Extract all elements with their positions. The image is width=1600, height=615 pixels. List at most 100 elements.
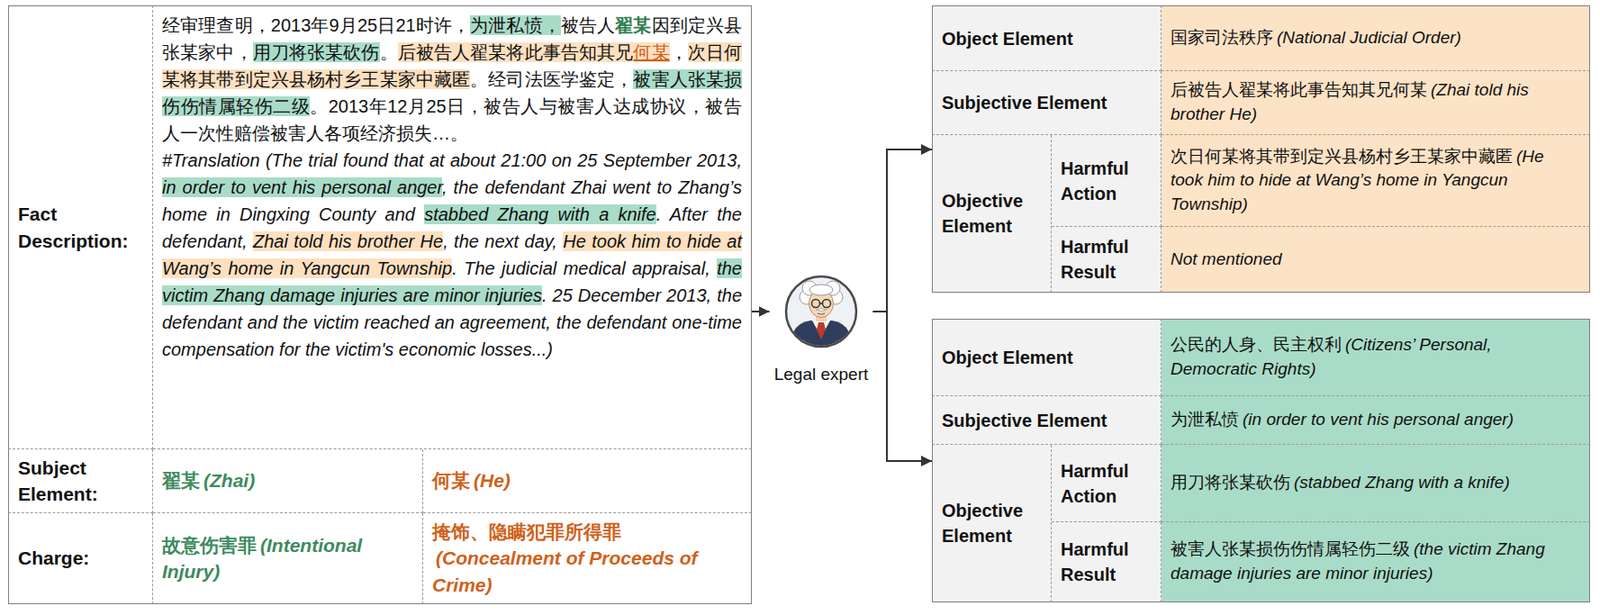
row-label: Fact Description: <box>8 5 154 450</box>
cell-text: (Concealment of Proceeds of Crime) <box>432 547 698 595</box>
fact-text: 后被告人翟某将此事告知其兄 <box>397 42 634 63</box>
fact-text: stabbed Zhang with a knife <box>424 204 657 225</box>
text-block: Subject Element: <box>18 454 144 508</box>
legal-expert: Legal expert <box>769 270 874 388</box>
text-block: 经审理查明，2013年9月25日21时许，为泄私愤，被告人翟某因到定兴县张某家中… <box>162 11 742 147</box>
text-holder: 国家司法秩序(National Judicial Order) <box>1170 26 1581 51</box>
text-holder: Harmful Action <box>1060 155 1152 207</box>
charge-cell: 故意伤害罪(Intentional Injury) <box>153 513 424 605</box>
cell-text: Harmful Result <box>1060 539 1130 585</box>
text-block: 被害人张某损伤伤情属轻伤二级(the victim Zhang damage i… <box>1170 537 1581 586</box>
text-holder: Charge: <box>18 544 144 571</box>
text-block: Subjective Element <box>941 90 1152 116</box>
fact-text: 何某 <box>632 42 669 63</box>
cell-text: 何某 <box>432 470 471 491</box>
text-holder: Subject Element: <box>18 454 144 508</box>
text-holder: 故意伤害罪(Intentional Injury) <box>162 532 414 586</box>
text-block: 公民的人身、民主权利(Citizens’ Personal, Democrati… <box>1170 333 1581 381</box>
text-holder: Harmful Result <box>1060 536 1152 588</box>
sub-label: Harmful Result <box>1051 226 1162 293</box>
text-block: 翟某(Zhai) <box>162 467 414 494</box>
fact-text: 被告人 <box>560 15 615 36</box>
text-holder: 公民的人身、民主权利(Citizens’ Personal, Democrati… <box>1170 333 1581 381</box>
text-holder: Object Element <box>941 344 1152 371</box>
text-holder: Subjective Element <box>941 90 1152 116</box>
cell-text: (stabbed Zhang with a knife) <box>1293 472 1510 492</box>
cell-text: Objective Element <box>941 190 1023 236</box>
cell-text: 故意伤害罪 <box>162 534 257 556</box>
text-block: 后被告人翟某将此事告知其兄何某(Zhai told his brother He… <box>1170 78 1581 127</box>
text-holder: Objective Element <box>941 497 1042 549</box>
text-holder: Harmful Result <box>1060 234 1152 285</box>
element-content: 国家司法秩序(National Judicial Order) <box>1161 5 1591 72</box>
cell-text: Subjective Element <box>941 92 1107 113</box>
cell-text: 被害人张某损伤伤情属轻伤二级 <box>1170 539 1411 559</box>
element-content: 被害人张某损伤伤情属轻伤二级(the victim Zhang damage i… <box>1161 522 1591 603</box>
text-block: Object Element <box>941 344 1152 371</box>
charge-cell: 掩饰、隐瞒犯罪所得罪 (Concealment of Proceeds of Cr… <box>423 513 752 605</box>
text-block: 何某(He) <box>432 467 742 494</box>
cell-text: Fact Description: <box>18 203 129 251</box>
text-holder: 翟某(Zhai) <box>162 467 414 494</box>
cell-text: Harmful Result <box>1060 236 1130 282</box>
cell-text: Object Element <box>941 28 1074 49</box>
fact-text: in order to vent his personal anger <box>162 177 443 198</box>
cell-text: 为泄私愤 <box>1170 409 1239 429</box>
fact-text: Zhai told his brother He <box>253 231 443 252</box>
cell-text: Not mentioned <box>1170 249 1283 269</box>
element-label: Subjective Element <box>931 396 1162 445</box>
cell-text: 次日何某将其带到定兴县杨村乡王某家中藏匿 <box>1170 146 1513 166</box>
text-holder: 为泄私愤(in order to vent his personal anger… <box>1170 407 1581 433</box>
text-block: Harmful Action <box>1060 458 1152 509</box>
text-block: Subjective Element <box>941 407 1152 434</box>
text-block: 次日何某将其带到定兴县杨村乡王某家中藏匿(He took him to hide… <box>1170 144 1581 217</box>
cell-text: (He) <box>473 470 511 491</box>
text-block: 掩饰、隐瞒犯罪所得罪 (Concealment of Proceeds of Cr… <box>432 518 742 598</box>
element-content: 次日何某将其带到定兴县杨村乡王某家中藏匿(He took him to hide… <box>1161 135 1591 227</box>
text-holder: 掩饰、隐瞒犯罪所得罪 (Concealment of Proceeds of Cr… <box>432 518 742 598</box>
text-block: 国家司法秩序(National Judicial Order) <box>1170 26 1581 51</box>
text-block: Legal expert <box>769 362 874 388</box>
sub-label: Harmful Action <box>1051 135 1162 227</box>
element-label: Objective Element <box>931 444 1052 603</box>
sub-label: Harmful Action <box>1051 444 1162 523</box>
fact-text: 。经司法医学鉴定， <box>470 69 633 90</box>
expert-figure <box>788 280 854 355</box>
expert-label: Legal expert <box>774 364 869 384</box>
text-block: Not mentioned <box>1170 247 1581 272</box>
fact-text: 为泄私愤， <box>470 15 561 36</box>
text-holder: Legal expert <box>769 362 874 388</box>
cell-text: Objective Element <box>941 500 1023 546</box>
text-block: Fact Description: <box>18 200 144 254</box>
cell-text: 公民的人身、民主权利 <box>1170 334 1342 354</box>
text-block: Harmful Action <box>1060 155 1152 207</box>
text-holder: Fact Description: <box>18 200 144 254</box>
cell-text: (Zhai) <box>203 470 255 491</box>
flow-arrow <box>751 310 770 313</box>
element-label: Object Element <box>931 318 1162 397</box>
element-content: 后被告人翟某将此事告知其兄何某(Zhai told his brother He… <box>1161 71 1591 136</box>
fact-text: . The judicial medical appraisal, <box>451 258 717 279</box>
element-content: 公民的人身、民主权利(Citizens’ Personal, Democrati… <box>1161 318 1591 397</box>
element-content: 用刀将张某砍伤(stabbed Zhang with a knife) <box>1161 444 1591 523</box>
text-holder: 经审理查明，2013年9月25日21时许，为泄私愤，被告人翟某因到定兴县张某家中… <box>162 11 742 363</box>
text-block: Harmful Result <box>1060 234 1152 285</box>
flow-arrow <box>873 149 933 312</box>
element-label: Subjective Element <box>931 71 1162 136</box>
fact-text: 。 <box>379 42 398 63</box>
element-label: Objective Element <box>931 135 1052 293</box>
cell-text: Object Element <box>941 347 1074 368</box>
text-holder: Harmful Action <box>1060 458 1152 509</box>
text-block: Object Element <box>941 26 1152 52</box>
text-block: Charge: <box>18 544 144 571</box>
text-block: Harmful Result <box>1060 536 1152 588</box>
cell-text: 掩饰、隐瞒犯罪所得罪 <box>432 521 622 543</box>
fact-text: 用刀将张某砍伤 <box>253 42 380 63</box>
text-holder: 后被告人翟某将此事告知其兄何某(Zhai told his brother He… <box>1170 78 1581 127</box>
cell-text: 翟某 <box>162 470 200 491</box>
row-label: Charge: <box>8 513 154 605</box>
text-block: #Translation (The trial found that at ab… <box>162 146 742 363</box>
cell-text: Subject Element: <box>18 457 99 505</box>
flow-arrow <box>873 311 933 462</box>
fact-text: ， <box>669 42 688 63</box>
